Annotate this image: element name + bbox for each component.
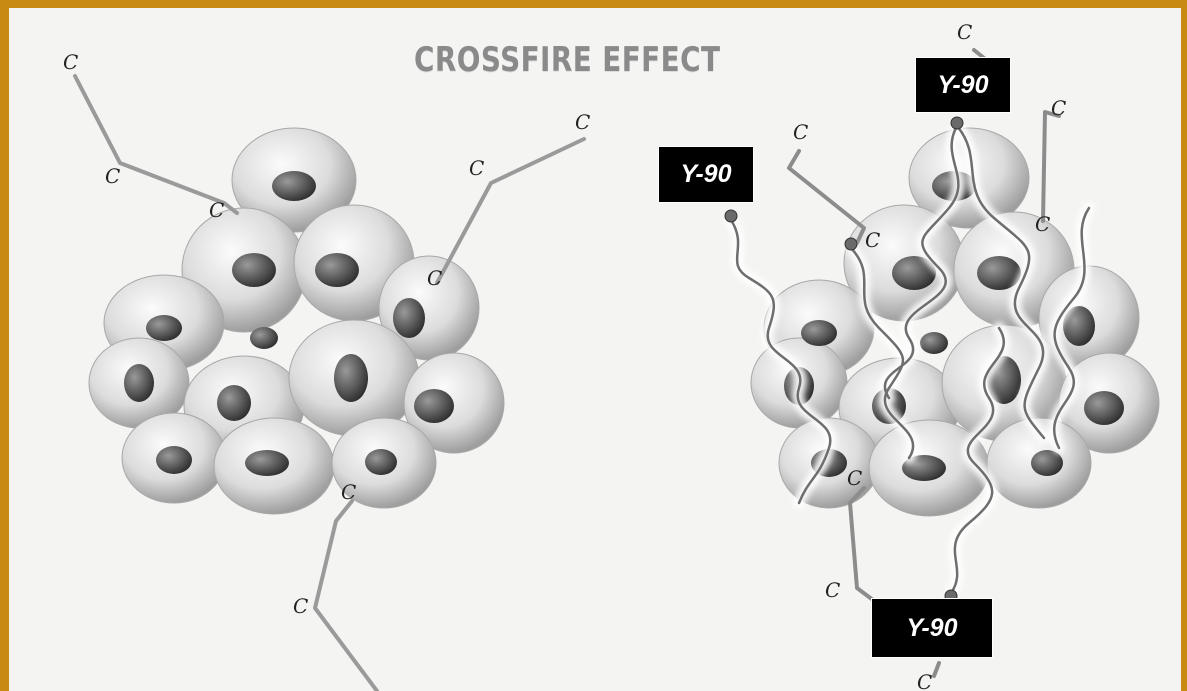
- antibody-label: C: [63, 52, 78, 72]
- right-tumor-cluster: [725, 50, 1159, 676]
- antibody-label: C: [1035, 214, 1050, 234]
- isotope-label: Y-90: [915, 57, 1011, 113]
- antibody-label: C: [865, 230, 880, 250]
- isotope-label: Y-90: [658, 146, 754, 203]
- diagram-canvas: CROSSFIRE EFFECT C C C C C C C C C C C C…: [9, 8, 1181, 691]
- antibody-label: C: [957, 22, 972, 42]
- antibody-label: C: [209, 200, 224, 220]
- antibody-label: C: [469, 158, 484, 178]
- antibody-label: C: [917, 672, 932, 691]
- isotope-label: Y-90: [871, 598, 993, 658]
- antibody-label: C: [293, 596, 308, 616]
- antibody-label: C: [1051, 98, 1066, 118]
- antibody-label: C: [341, 482, 356, 502]
- antibody-label: C: [825, 580, 840, 600]
- left-tumor-cluster: [75, 76, 584, 691]
- antibody-label: C: [575, 112, 590, 132]
- page-title: CROSSFIRE EFFECT: [414, 40, 720, 80]
- antibody-label: C: [427, 268, 442, 288]
- antibody-label: C: [105, 166, 120, 186]
- antibody-label: C: [793, 122, 808, 142]
- antibody-label: C: [847, 468, 862, 488]
